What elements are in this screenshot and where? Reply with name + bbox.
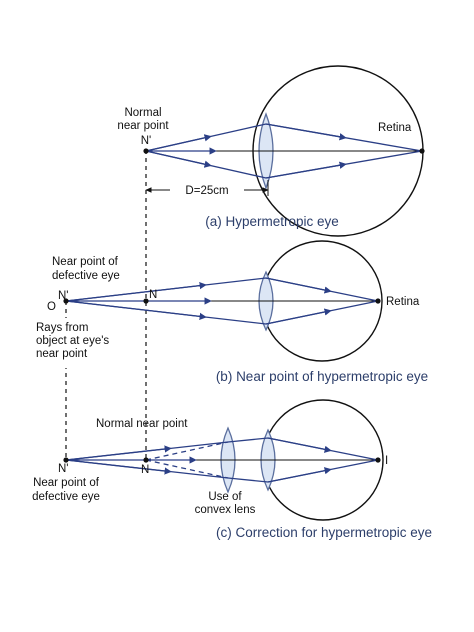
caption-a: (a) Hypermetropic eye — [205, 214, 339, 229]
ray-arrow-c-lower-in — [65, 459, 172, 475]
ray-arrow-b-upper-out — [265, 277, 332, 294]
retina-point-a — [419, 148, 425, 154]
rays-label-bg — [34, 318, 136, 368]
label-normal-a-line1: Normal — [124, 107, 161, 119]
distance-label: D=25cm — [185, 185, 228, 197]
label-n-prime-c: N' — [58, 463, 69, 475]
image-point-c — [375, 457, 381, 463]
label-n-b: N — [149, 289, 157, 301]
label-use-line2: convex lens — [195, 504, 256, 516]
point-n-prime-a — [143, 148, 149, 154]
label-normal-near-point-c: Normal near point — [96, 418, 188, 430]
point-n-prime-c — [63, 457, 69, 463]
label-normal-a-line2: near point — [117, 120, 169, 132]
label-near-point-b-line1: Near point of — [52, 256, 119, 268]
ray-arrow-b-lower-in — [65, 300, 207, 320]
label-near-point-c-line1: Near point of — [33, 477, 100, 489]
label-retina-a: Retina — [378, 122, 412, 134]
label-use-line1: Use of — [208, 491, 242, 503]
ray-arrow-c-upper-in — [65, 445, 172, 461]
label-n-prime-a: N' — [141, 135, 152, 147]
label-o-b: O — [47, 301, 56, 313]
diagram-b: Near point of defective eye N' O N Rays … — [34, 240, 428, 384]
ray-arrow-a-upper-in — [145, 134, 212, 152]
label-image-i: I — [385, 455, 388, 467]
point-o-b — [63, 298, 69, 304]
ray-arrow-c-upper-out — [267, 437, 332, 453]
label-rays-line1: Rays from — [36, 322, 88, 334]
ray-a-lower — [145, 150, 423, 179]
distance-label-bg — [170, 181, 244, 198]
label-n-c: N — [141, 464, 149, 476]
label-retina-b: Retina — [386, 296, 420, 308]
label-rays-line2: object at eye's — [36, 335, 109, 347]
caption-b: (b) Near point of hypermetropic eye — [216, 369, 428, 384]
label-near-point-b-line2: defective eye — [52, 270, 120, 282]
ray-arrow-a-lower-out — [265, 161, 347, 179]
label-near-point-c-line2: defective eye — [32, 491, 100, 503]
diagram-a: D=25cm Normal near point N' Retina (a) H… — [117, 65, 425, 237]
point-n-b — [143, 298, 149, 304]
label-rays-line3: near point — [36, 348, 88, 360]
ray-arrow-b-lower-out — [265, 308, 332, 325]
point-n-c — [143, 457, 149, 463]
virtual-ray-c-upper — [145, 441, 229, 461]
ray-arrow-c-lower-out — [267, 467, 332, 483]
ray-arrow-a-lower-in — [145, 150, 212, 168]
retina-point-b — [375, 298, 381, 304]
ray-arrow-b-upper-in — [65, 282, 207, 302]
diagram-c: Normal near point N' N Near point of def… — [32, 399, 432, 540]
caption-c: (c) Correction for hypermetropic eye — [216, 525, 432, 540]
label-n-prime-b: N' — [58, 290, 69, 302]
ray-arrow-a-upper-out — [265, 123, 347, 141]
virtual-ray-c-lower — [145, 459, 229, 479]
